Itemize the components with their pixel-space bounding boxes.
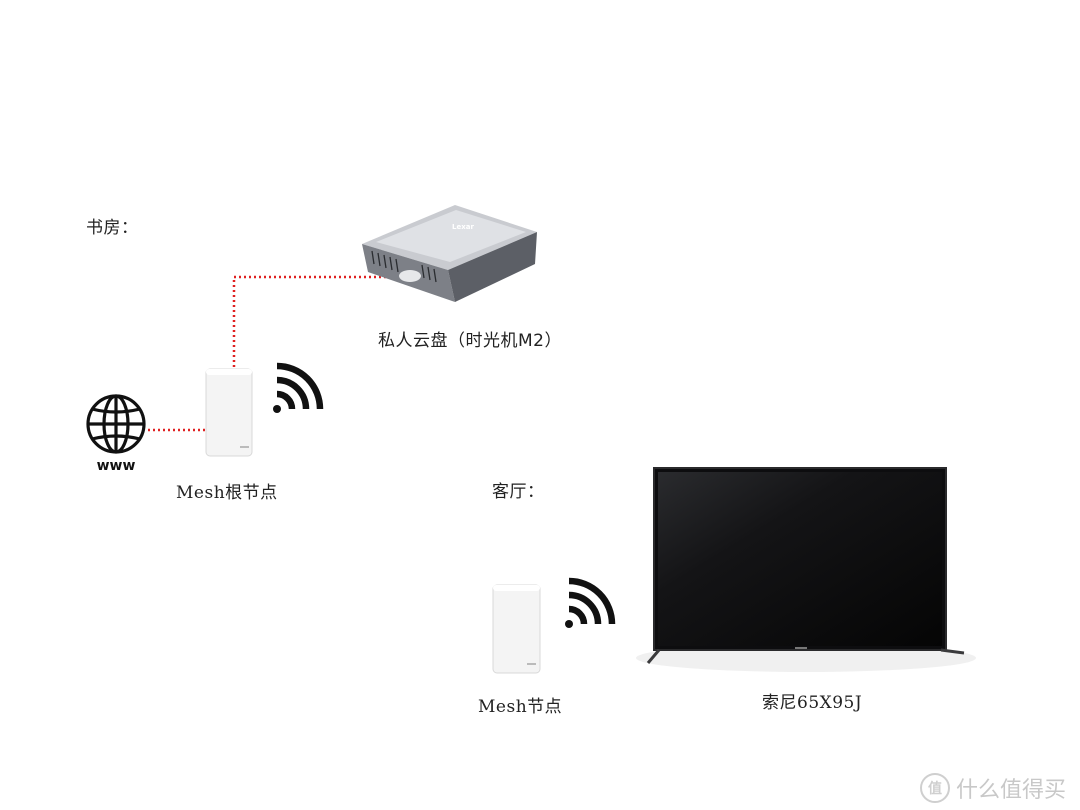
globe-icon xyxy=(86,394,146,454)
tv-icon xyxy=(636,467,976,672)
mesh-root-router-icon xyxy=(205,368,253,457)
nas-label: 私人云盘（时光机M2） xyxy=(378,331,562,351)
watermark-text: 什么值得买 xyxy=(955,778,1066,803)
study-room-label: 书房： xyxy=(86,218,139,238)
wifi-icon xyxy=(565,577,616,628)
tv-label: 索尼65X95J xyxy=(762,693,863,713)
svg-text:Lexar: Lexar xyxy=(452,223,474,231)
nas-device-icon: Lexar xyxy=(362,205,537,302)
mesh-root-label: Mesh根节点 xyxy=(176,483,278,503)
mesh-node-label: Mesh节点 xyxy=(478,697,563,717)
mesh-node-router-icon xyxy=(492,584,541,674)
wifi-icon xyxy=(273,362,324,413)
watermark-logo-icon: 值 xyxy=(919,773,950,803)
www-label: www xyxy=(97,458,136,474)
watermark: 值 什么值得买 xyxy=(919,772,1066,804)
living-room-label: 客厅： xyxy=(492,482,545,502)
wired-link-mesh-to-nas xyxy=(232,275,392,372)
